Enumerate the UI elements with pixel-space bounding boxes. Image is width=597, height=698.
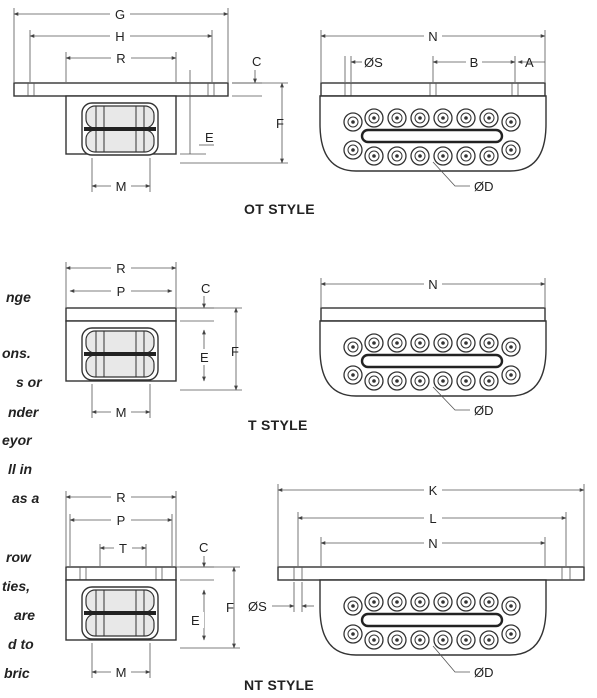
dim-c-label: C — [199, 540, 208, 555]
side-text-line: row — [6, 549, 32, 565]
dim-m-label: M — [116, 665, 127, 680]
t-style-end-view: R P C F E M — [65, 260, 242, 420]
side-text-line: ons. — [2, 345, 31, 361]
dim-m-label: M — [116, 179, 127, 194]
dim-p-label: P — [117, 284, 126, 299]
dim-b-label: B — [470, 55, 479, 70]
t-style-side-view: N ØD — [320, 276, 546, 418]
ot-style-end-view: G H R C F E M — [13, 6, 288, 194]
side-text-line: d to — [8, 636, 34, 652]
side-paragraph: nge ons. s or nder eyor ll in as a row t… — [2, 289, 43, 681]
dim-f-label: F — [226, 600, 234, 615]
dim-c-label: C — [201, 281, 210, 296]
ot-style-side-view: N ØS B A ØD — [320, 28, 546, 194]
dim-h-label: H — [115, 29, 124, 44]
nt-style-end-view: R P T C F E M — [65, 489, 240, 680]
side-text-line: nder — [8, 404, 40, 420]
dim-f-label: F — [276, 116, 284, 131]
dim-r-label: R — [116, 490, 125, 505]
dim-d-label: ØD — [474, 179, 494, 194]
dim-g-label: G — [115, 7, 125, 22]
dim-t-label: T — [119, 541, 127, 556]
t-style-title: T STYLE — [248, 417, 308, 433]
side-text-line: bric — [4, 665, 30, 681]
dim-n-label: N — [428, 536, 437, 551]
dim-c-label: C — [252, 54, 261, 69]
dim-d-label: ØD — [474, 665, 494, 680]
side-text-line: nge — [6, 289, 31, 305]
dim-m-label: M — [116, 405, 127, 420]
dim-n-label: N — [428, 277, 437, 292]
side-text-line: as a — [12, 490, 39, 506]
dim-r-label: R — [116, 51, 125, 66]
nt-style-title: NT STYLE — [244, 677, 314, 693]
side-text-line: s or — [16, 374, 43, 390]
dim-l-label: L — [429, 511, 436, 526]
nt-style-side-view: K L N ØS ØD — [248, 482, 585, 680]
dim-s-label: ØS — [248, 599, 267, 614]
dim-n-label: N — [428, 29, 437, 44]
dim-d-label: ØD — [474, 403, 494, 418]
dim-p-label: P — [117, 513, 126, 528]
dim-s-label: ØS — [364, 55, 383, 70]
side-text-line: are — [14, 607, 35, 623]
side-text-line: ties, — [2, 578, 30, 594]
dim-f-label: F — [231, 344, 239, 359]
dim-e-label: E — [191, 613, 200, 628]
ot-style-title: OT STYLE — [244, 201, 315, 217]
side-text-line: ll in — [8, 461, 32, 477]
side-text-line: eyor — [2, 432, 33, 448]
dim-a-label: A — [525, 55, 534, 70]
dim-r-label: R — [116, 261, 125, 276]
dim-k-label: K — [429, 483, 438, 498]
dim-e-label: E — [200, 350, 209, 365]
dim-e-label: E — [205, 130, 214, 145]
